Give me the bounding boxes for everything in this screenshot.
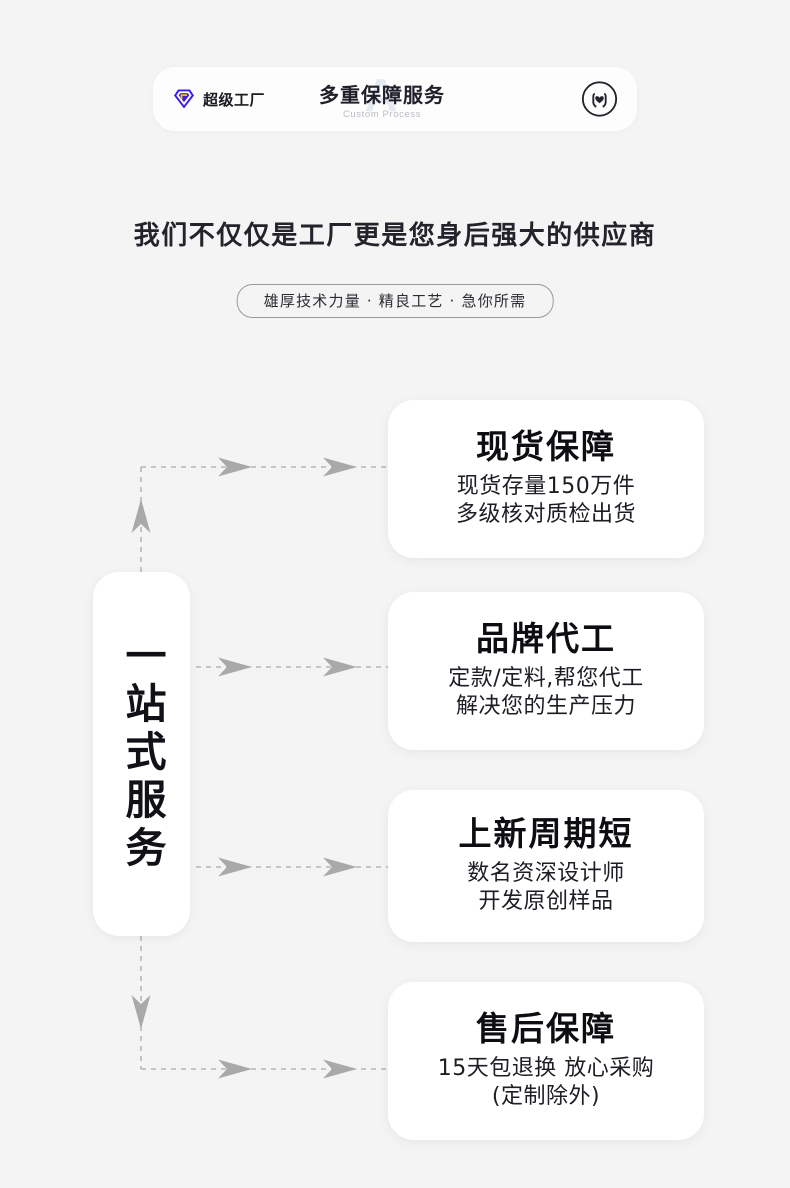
- feature-card-line-1: 定款/定料,帮您代工: [448, 666, 644, 692]
- vertical-label-card: 一站式服务: [93, 572, 190, 936]
- arrow-right-icon: [218, 657, 252, 677]
- arrow-right-icon: [323, 857, 357, 877]
- feature-card-title: 上新周期短: [458, 814, 634, 854]
- arrow-down-icon: [131, 995, 151, 1029]
- vertical-label-text: 一站式服务: [118, 634, 166, 874]
- hero-pill: 雄厚技术力量 · 精良工艺 · 急你所需: [236, 284, 554, 318]
- feature-card-2: 品牌代工 定款/定料,帮您代工 解决您的生产压力: [388, 592, 704, 750]
- header-subtitle: Custom Process: [342, 108, 422, 120]
- feature-card-3: 上新周期短 数名资深设计师 开发原创样品: [388, 790, 704, 942]
- arrow-up-icon: [131, 499, 151, 533]
- arrow-right-icon: [323, 457, 357, 477]
- diamond-icon: [172, 88, 196, 110]
- arrow-right-icon: [323, 1059, 357, 1079]
- feature-card-line-2: 开发原创样品: [478, 889, 614, 915]
- arrow-right-icon: [218, 857, 252, 877]
- arrow-right-icon: [218, 457, 252, 477]
- feature-card-line-1: 现货存量150万件: [456, 474, 636, 500]
- feature-card-line-2: 多级核对质检出货: [455, 502, 636, 528]
- feature-card-line-1: 数名资深设计师: [467, 861, 625, 887]
- arrow-right-icon: [218, 1059, 252, 1079]
- page-title: 我们不仅仅是工厂更是您身后强大的供应商: [133, 221, 657, 251]
- feature-card-line-2: (定制除外): [491, 1084, 601, 1110]
- header-title: 多重保障服务: [319, 82, 445, 107]
- header-watermark: A: [364, 68, 400, 121]
- feature-card-title: 售后保障: [476, 1009, 616, 1049]
- feature-card-title: 现货保障: [476, 427, 616, 467]
- brand-name: 超级工厂: [203, 90, 266, 109]
- feature-card-title: 品牌代工: [476, 619, 616, 659]
- hands-holding-heart-icon: [581, 81, 618, 118]
- feature-card-line-1: 15天包退换 放心采购: [437, 1056, 655, 1082]
- feature-card-1: 现货保障 现货存量150万件 多级核对质检出货: [388, 400, 704, 558]
- arrow-right-icon: [323, 657, 357, 677]
- feature-card-4: 售后保障 15天包退换 放心采购 (定制除外): [388, 982, 704, 1140]
- brand: 超级工厂: [172, 88, 265, 110]
- feature-card-line-2: 解决您的生产压力: [455, 694, 636, 720]
- header-bar: 超级工厂 A 多重保障服务 Custom Process: [153, 67, 637, 131]
